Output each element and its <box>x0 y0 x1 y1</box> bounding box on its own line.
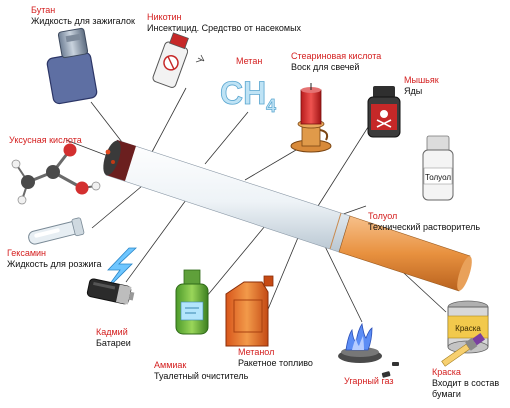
insecticide-spray-icon <box>152 32 205 88</box>
molecule-icon <box>11 143 101 205</box>
label-co-name: Угарный газ <box>344 376 394 386</box>
label-cadmium-desc: Батареи <box>96 338 131 348</box>
label-ammonia: Аммиак Туалетный очиститель <box>154 360 248 382</box>
label-stearic: Стеариновая кислота Воск для свечей <box>291 51 381 73</box>
label-hexamine-name: Гексамин <box>7 248 47 258</box>
formula-ch: CH <box>220 75 266 111</box>
connector-methane <box>204 111 249 165</box>
paint-can-icon: Краска <box>441 300 489 367</box>
label-arsenic-name: Мышьяк <box>404 75 439 85</box>
candle-icon <box>290 83 332 153</box>
label-methane-name: Метан <box>236 56 263 66</box>
label-acetic: Уксусная кислота <box>9 135 82 146</box>
ch4-formula-icon: CH 4 <box>220 75 277 117</box>
connector-ammonia <box>201 219 271 303</box>
poison-bottle-icon <box>367 86 401 138</box>
label-nicotine: Никотин Инсектицид. Средство от насекомы… <box>147 12 301 34</box>
label-toluene-desc: Технический растворитель <box>368 222 481 232</box>
paint-can-label: Краска <box>455 324 481 333</box>
connector-cadmium <box>125 199 187 283</box>
connector-stearic <box>244 149 297 181</box>
label-ammonia-desc: Туалетный очиститель <box>154 371 249 381</box>
cigarette-icon <box>103 139 472 292</box>
gas-flame-icon <box>338 322 399 378</box>
label-co: Угарный газ <box>344 376 394 387</box>
label-paint: Краска Входит в состав бумаги <box>432 367 502 400</box>
connector-acetic <box>65 139 109 157</box>
label-ammonia-name: Аммиак <box>154 360 187 370</box>
label-butane-desc: Жидкость для зажигалок <box>31 16 135 26</box>
connector-nicotine <box>151 87 187 153</box>
toluene-bottle-icon: Толуол <box>422 135 454 201</box>
label-butane: Бутан Жидкость для зажигалок <box>31 5 135 27</box>
label-cadmium: Кадмий Батареи <box>96 327 131 349</box>
label-stearic-desc: Воск для свечей <box>291 62 360 72</box>
label-cadmium-name: Кадмий <box>96 327 128 337</box>
formula-subscript: 4 <box>266 96 276 116</box>
label-hexamine-desc: Жидкость для розжига <box>7 259 102 269</box>
label-methane: Метан <box>236 56 262 67</box>
label-toluene: Толуол Технический растворитель <box>368 211 480 233</box>
label-nicotine-name: Никотин <box>147 12 182 22</box>
label-paint-name: Краска <box>432 367 461 377</box>
label-stearic-name: Стеариновая кислота <box>291 51 382 61</box>
label-methanol: Метанол Ракетное топливо <box>238 347 313 369</box>
cleaner-bottle-icon <box>175 269 209 335</box>
connector-butane <box>90 101 126 147</box>
label-butane-name: Бутан <box>31 5 56 15</box>
lighter-icon <box>46 27 98 105</box>
battery-icon <box>86 247 138 305</box>
label-toluene-name: Толуол <box>368 211 398 221</box>
label-arsenic-desc: Яды <box>404 86 423 96</box>
toluene-bottle-label: Толуол <box>425 173 451 182</box>
label-methanol-name: Метанол <box>238 347 275 357</box>
label-paint-desc: Входит в состав бумаги <box>432 378 500 399</box>
connector-hexamine <box>91 185 143 229</box>
label-nicotine-desc: Инсектицид. Средство от насекомых <box>147 23 302 33</box>
label-methanol-desc: Ракетное топливо <box>238 358 313 368</box>
canister-icon <box>225 275 274 347</box>
connector-arsenic <box>317 123 371 207</box>
label-arsenic: Мышьяк Яды <box>404 75 439 97</box>
test-tube-icon <box>28 217 85 245</box>
label-hexamine: Гексамин Жидкость для розжига <box>7 248 102 270</box>
label-acetic-name: Уксусная кислота <box>9 135 82 145</box>
